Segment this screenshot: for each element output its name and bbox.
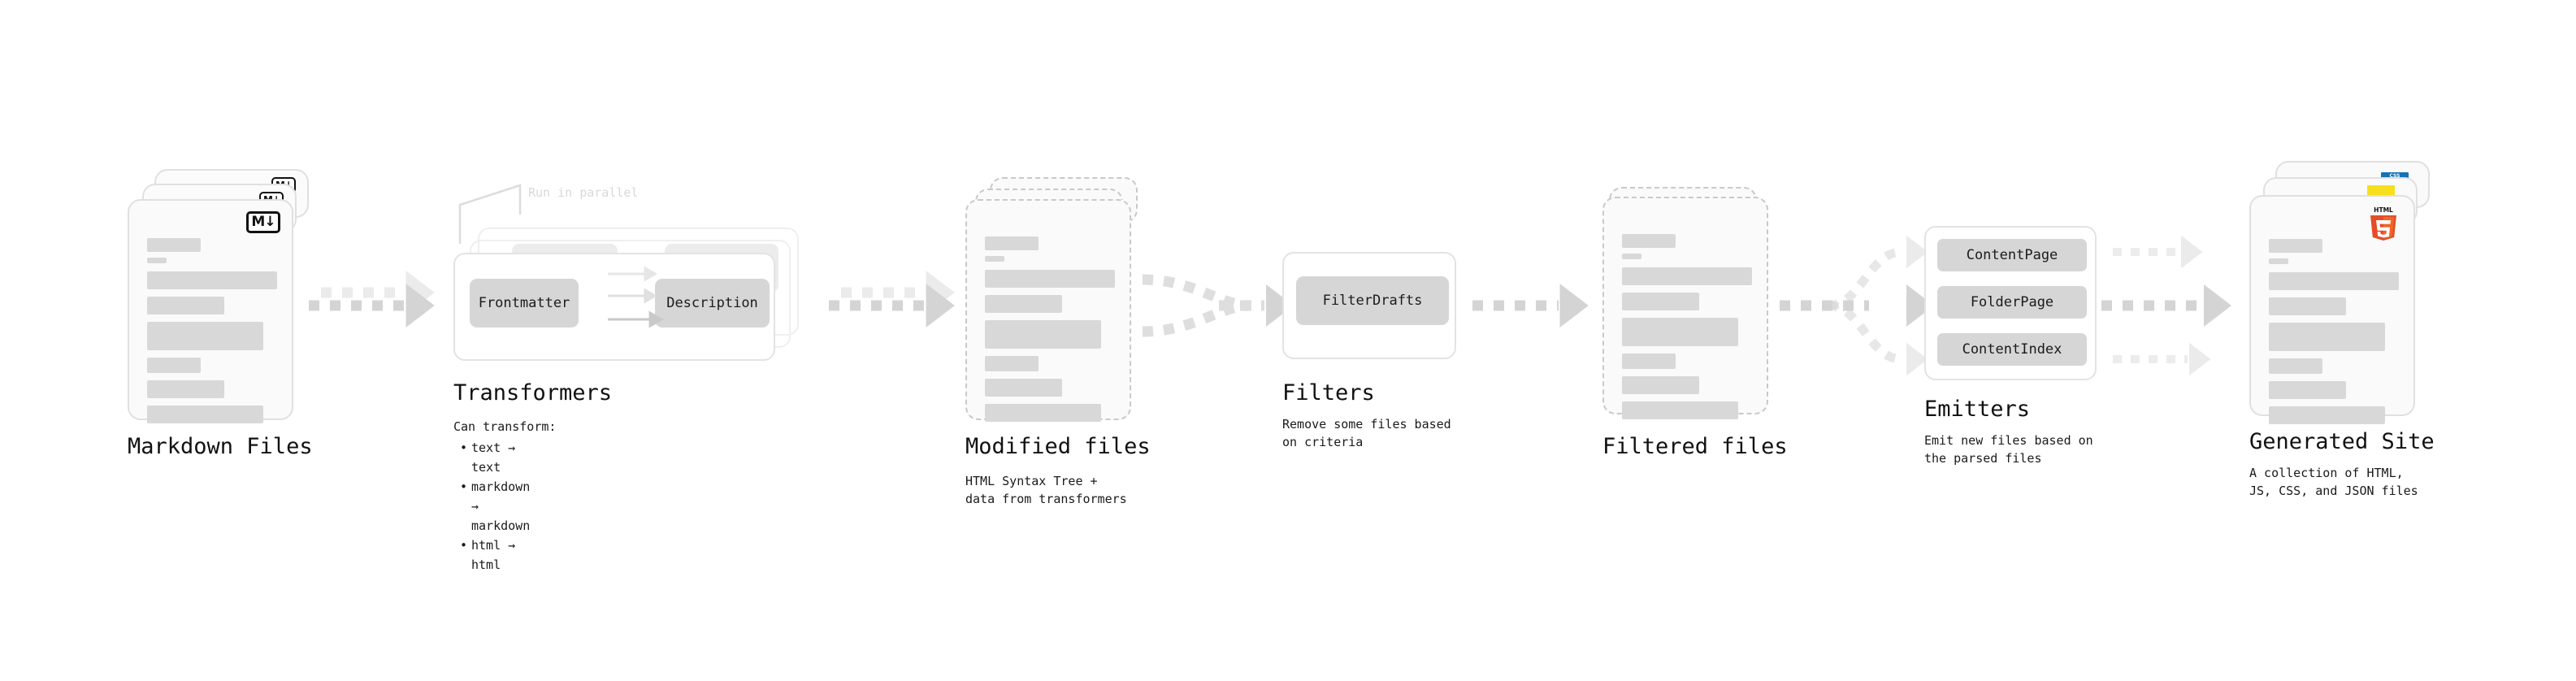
modified-files-subtitle: HTML Syntax Tree + data from transformer… <box>965 474 1127 506</box>
modified-files-title: Modified files <box>965 434 1151 459</box>
transformers-group-front: Frontmatter Description <box>453 253 775 361</box>
run-in-parallel-label: Run in parallel <box>528 185 639 200</box>
emitter-node-contentpage[interactable]: ContentPage <box>1937 239 2087 271</box>
css3-icon: CSS <box>2381 172 2409 180</box>
emitter-node-contentindex[interactable]: ContentIndex <box>1937 333 2087 366</box>
generated-site-title: Generated Site <box>2249 429 2435 454</box>
filters-subtitle: Remove some files based on criteria <box>1282 417 1451 449</box>
transformers-title: Transformers <box>453 380 613 406</box>
transformers-intro: Can transform: <box>453 419 557 434</box>
site-card-front: HTML <box>2249 195 2415 424</box>
filtered-card-front <box>1602 197 1768 419</box>
filters-group: FilterDrafts <box>1282 252 1456 359</box>
arrow-filtered-to-emitters <box>1780 247 1902 364</box>
arrow-emitters-to-site <box>2101 248 2202 363</box>
transformer-node-frontmatter[interactable]: Frontmatter <box>470 279 579 327</box>
arrow-filters-to-filtered <box>1472 284 1589 327</box>
transformers-bullets: text → text markdown → markdown html → h… <box>460 438 530 575</box>
transformers-bullet-2: html → html <box>460 536 530 575</box>
emitters-title: Emitters <box>1924 397 2031 422</box>
placeholder-lines <box>985 236 1115 427</box>
filter-node-filterdrafts[interactable]: FilterDrafts <box>1296 276 1449 325</box>
markdown-card-front: M↓ <box>128 199 293 423</box>
transformer-node-description[interactable]: Description <box>655 279 770 327</box>
placeholder-lines <box>1622 234 1752 425</box>
generated-site-subtitle: A collection of HTML, JS, CSS, and JSON … <box>2249 466 2418 498</box>
arrow-transformers-to-modified <box>829 271 955 327</box>
arrow-modified-to-filters <box>1142 274 1264 337</box>
transformer-internal-arrows <box>608 266 665 328</box>
emitters-group: ContentPage FolderPage ContentIndex <box>1924 226 2097 380</box>
emitters-subtitle: Emit new files based on the parsed files <box>1924 433 2093 466</box>
transformers-bullet-1: markdown → markdown <box>460 477 530 536</box>
transformers-bullet-0: text → text <box>460 438 530 477</box>
html5-icon: HTML <box>2370 206 2396 241</box>
filtered-files-title: Filtered files <box>1602 434 1788 459</box>
arrow-markdown-to-transformers <box>309 271 435 327</box>
svg-text:HTML: HTML <box>2374 206 2393 214</box>
filters-title: Filters <box>1282 380 1375 406</box>
modified-card-front <box>965 199 1131 422</box>
markdown-icon: M↓ <box>246 211 280 233</box>
placeholder-lines <box>147 238 277 429</box>
placeholder-lines <box>2269 239 2399 430</box>
emitter-node-folderpage[interactable]: FolderPage <box>1937 286 2087 319</box>
markdown-files-title: Markdown Files <box>128 434 313 459</box>
